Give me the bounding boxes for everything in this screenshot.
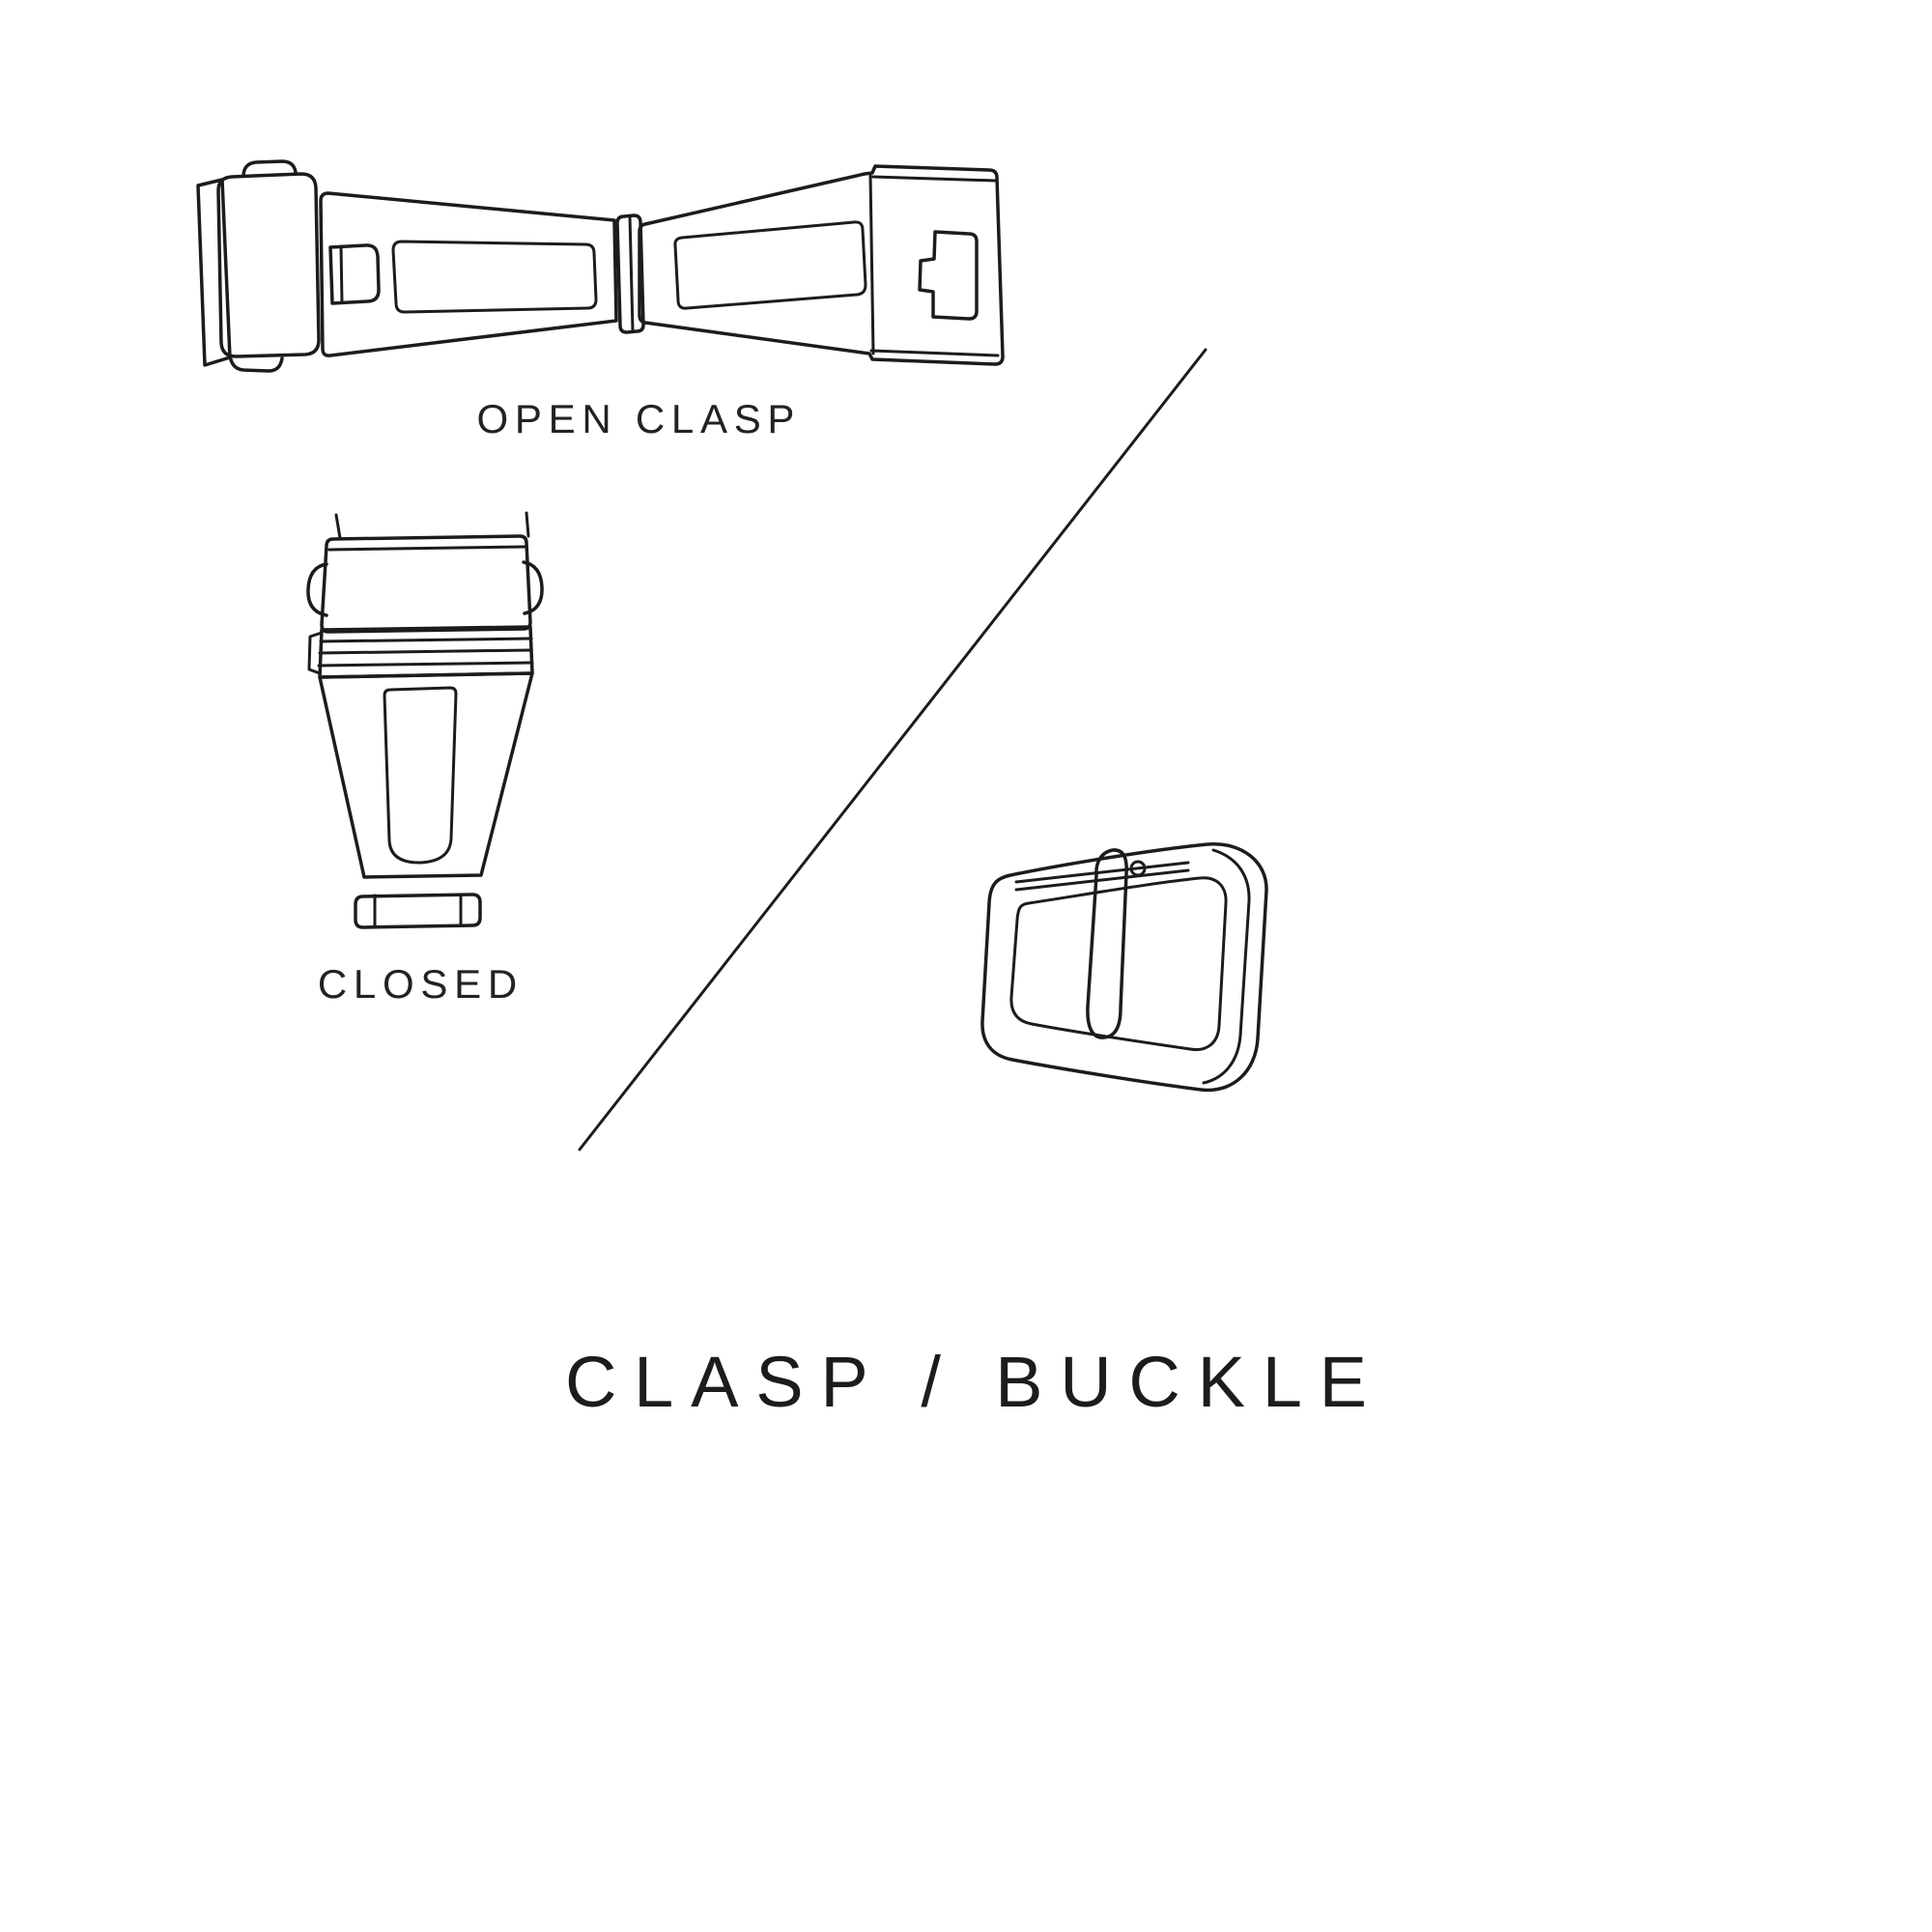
page-title: CLASP / BUCKLE bbox=[564, 1342, 1384, 1422]
closed-clasp-illustration bbox=[306, 511, 544, 929]
open-clasp-illustration bbox=[196, 159, 1005, 373]
buckle-illustration bbox=[980, 842, 1268, 1093]
diagonal-divider-line bbox=[578, 348, 1208, 1151]
closed-clasp-label: CLOSED bbox=[317, 961, 524, 1007]
open-clasp-label: OPEN CLASP bbox=[476, 396, 802, 441]
